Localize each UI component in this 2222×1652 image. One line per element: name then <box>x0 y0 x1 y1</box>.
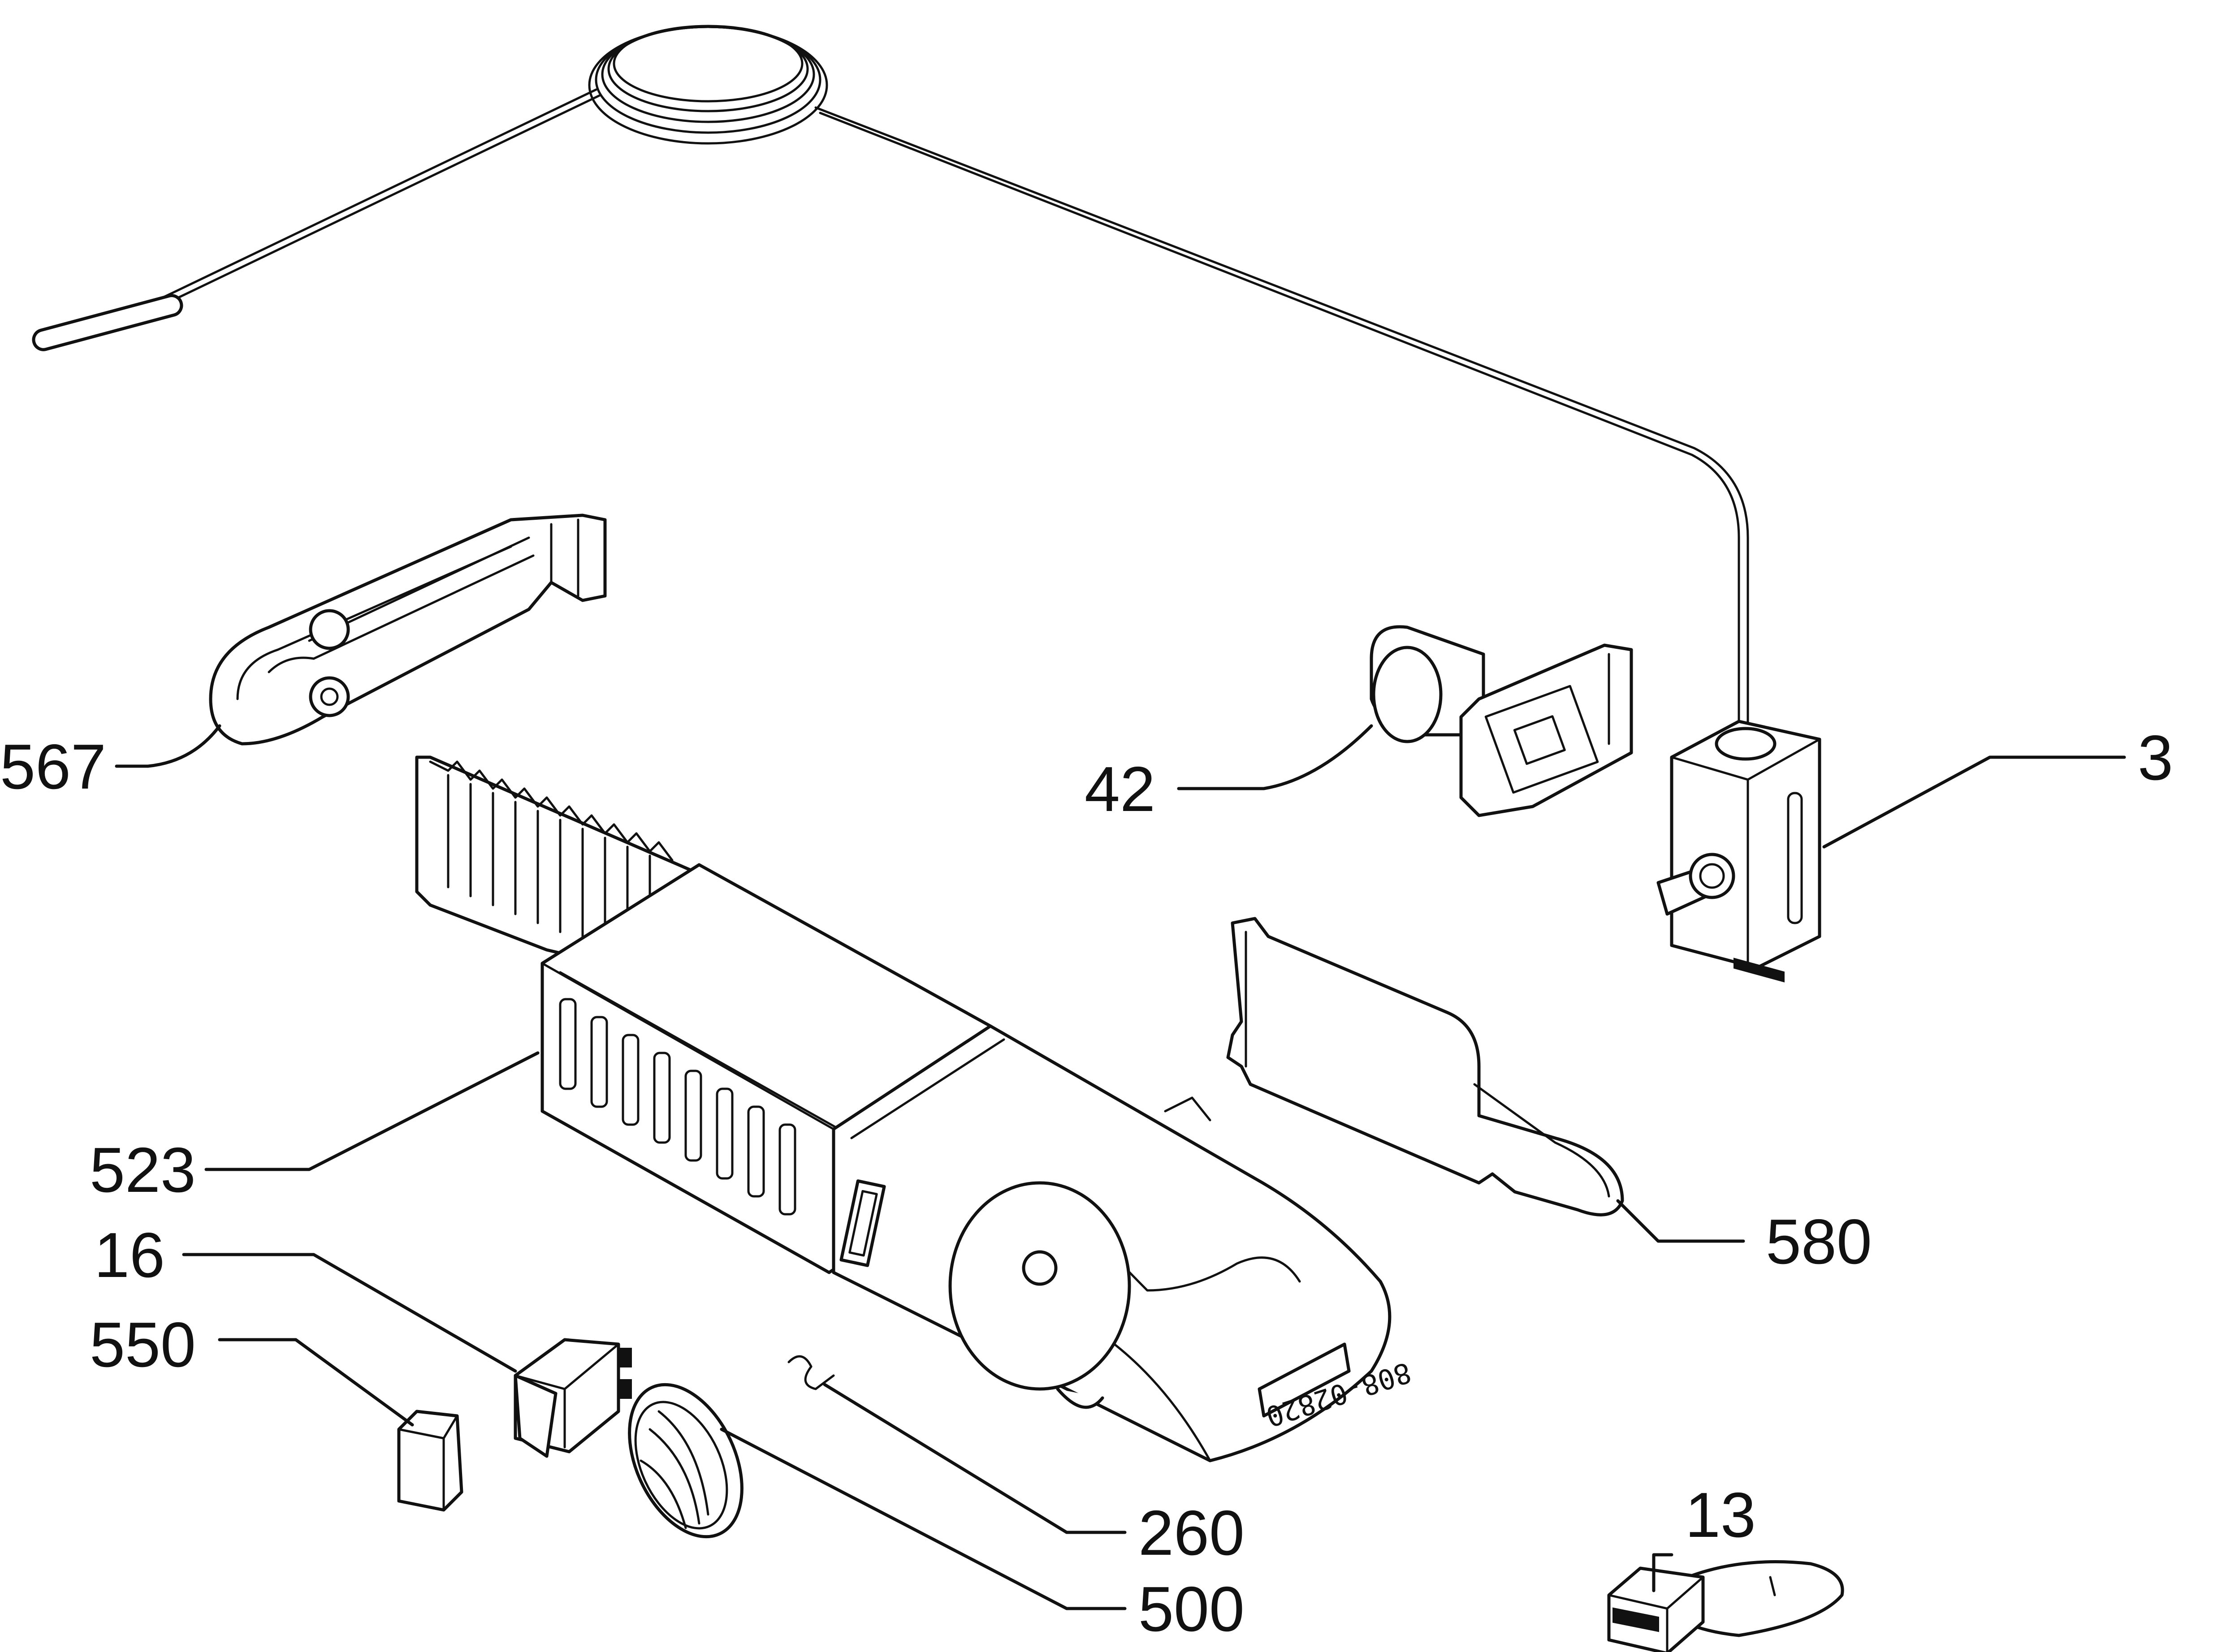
callout-16: 16 <box>94 1220 165 1291</box>
callout-567: 567 <box>0 731 106 802</box>
leader-500 <box>720 1428 1127 1610</box>
leader-260 <box>823 1383 1127 1534</box>
callout-3: 3 <box>2138 722 2173 794</box>
part-580-cover-plate <box>1226 917 1624 1216</box>
part-16-switch <box>514 1338 632 1458</box>
part-500-knob <box>628 1383 744 1539</box>
callout-550: 550 <box>90 1309 196 1380</box>
part-260-clip <box>787 1355 835 1390</box>
part-523-housing <box>415 755 1392 1462</box>
leader-16 <box>182 1253 517 1373</box>
capillary-lead-to-thermostat <box>814 106 1749 727</box>
callout-260: 260 <box>1138 1497 1245 1569</box>
leader-13 <box>1652 1553 1673 1592</box>
capillary-lead-to-bulb <box>147 88 597 306</box>
leader-550 <box>218 1338 414 1427</box>
capillary-coil <box>588 25 828 145</box>
part-3-thermostat <box>1656 720 1821 983</box>
part-13-bracket <box>1607 1560 1844 1652</box>
capillary-tube <box>32 25 1749 727</box>
callout-500: 500 <box>1138 1574 1245 1645</box>
callout-labels: 567 42 3 523 580 16 550 260 500 13 <box>0 722 2173 1645</box>
leader-lines <box>115 724 2126 1610</box>
leader-3 <box>1822 755 2126 849</box>
leader-42 <box>1177 724 1373 790</box>
callout-13: 13 <box>1685 1479 1756 1551</box>
callout-42: 42 <box>1085 754 1155 825</box>
part-567-bracket <box>209 513 607 746</box>
part-42-lamp-holder <box>1370 625 1633 817</box>
leader-523 <box>204 1051 540 1171</box>
leader-567 <box>115 724 221 768</box>
part-550-cap <box>397 1410 463 1512</box>
sensor-bulb <box>32 294 183 351</box>
callout-523: 523 <box>90 1134 196 1206</box>
callout-580: 580 <box>1766 1206 1872 1277</box>
leader-580 <box>1616 1199 1745 1243</box>
